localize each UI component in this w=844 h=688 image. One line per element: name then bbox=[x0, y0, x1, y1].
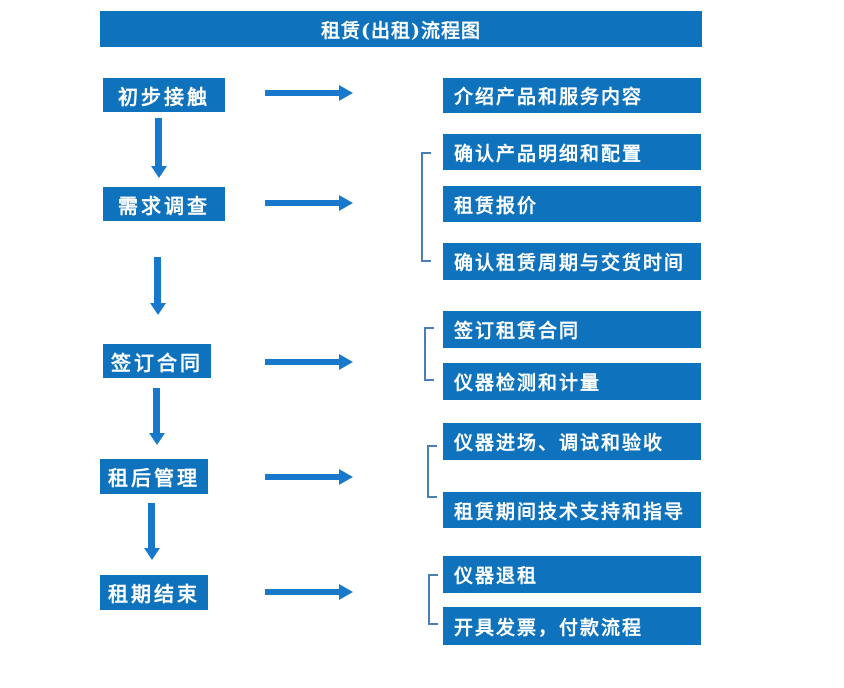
step-box-lease-end: 租期结束 bbox=[100, 575, 208, 610]
step-box-demand-survey: 需求调查 bbox=[103, 187, 225, 221]
detail-box-sign-rental-contract: 签订租赁合同 bbox=[443, 311, 701, 348]
detail-box-technical-support-guidance: 租赁期间技术支持和指导 bbox=[443, 492, 701, 528]
detail-box-invoice-payment-process: 开具发票，付款流程 bbox=[443, 607, 701, 645]
bracket-icon bbox=[427, 445, 437, 498]
step-box-initial-contact: 初步接触 bbox=[103, 78, 225, 112]
bracket-icon bbox=[421, 152, 431, 262]
bracket-icon bbox=[424, 327, 434, 381]
detail-box-instrument-testing-metering: 仪器检测和计量 bbox=[443, 363, 701, 400]
detail-box-introduce-products-services: 介绍产品和服务内容 bbox=[443, 78, 701, 113]
flowchart-title-bar: 租赁(出租)流程图 bbox=[100, 11, 702, 47]
detail-box-instrument-entry-debug-acceptance: 仪器进场、调试和验收 bbox=[443, 423, 701, 460]
step-box-sign-contract: 签订合同 bbox=[103, 344, 211, 378]
flowchart-title: 租赁(出租)流程图 bbox=[321, 19, 481, 42]
detail-box-rental-quotation: 租赁报价 bbox=[443, 186, 701, 222]
step-box-post-rental-management: 租后管理 bbox=[100, 459, 208, 494]
bracket-icon bbox=[428, 574, 438, 625]
detail-box-instrument-return: 仪器退租 bbox=[443, 556, 701, 593]
detail-box-confirm-rental-period-delivery: 确认租赁周期与交货时间 bbox=[443, 243, 701, 280]
detail-box-confirm-product-details-config: 确认产品明细和配置 bbox=[443, 134, 701, 170]
